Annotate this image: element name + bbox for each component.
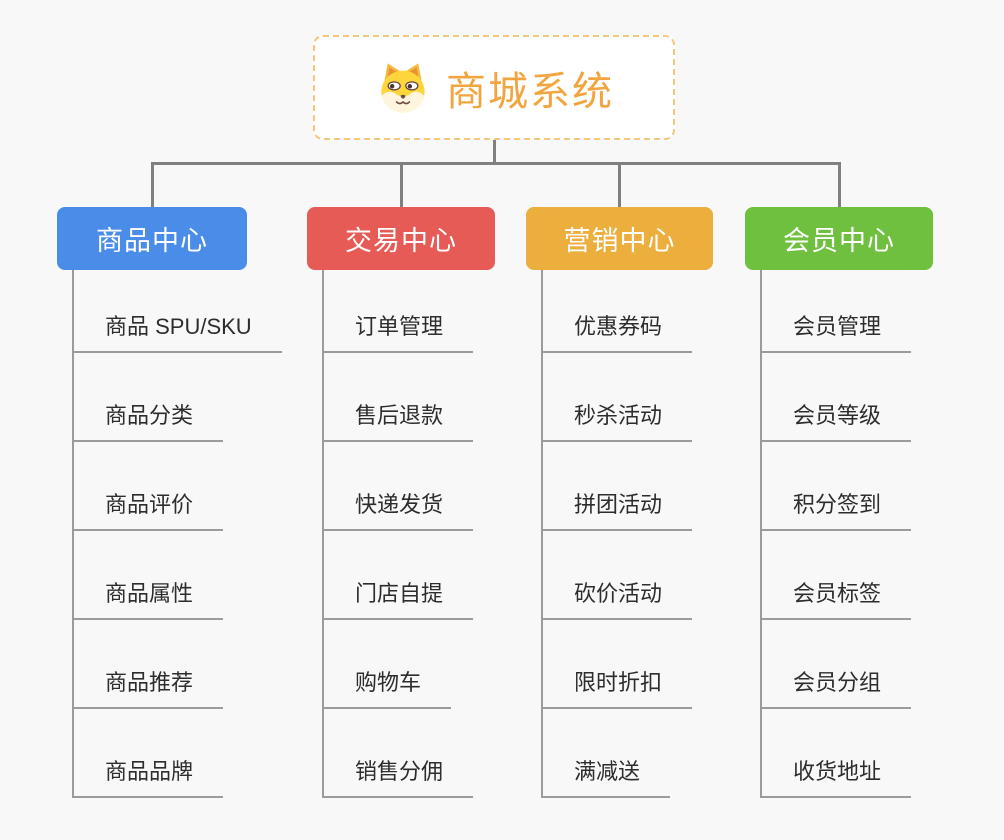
connector-drop-marketing-center xyxy=(618,162,621,208)
leaf-node[interactable]: 砍价活动 xyxy=(541,579,693,620)
branch-header-product-center[interactable]: 商品中心 xyxy=(57,207,247,270)
branch-label: 会员中心 xyxy=(783,226,895,256)
shiba-dog-icon xyxy=(374,61,432,114)
root-node[interactable]: 商城系统 xyxy=(313,35,675,140)
branch-header-member-center[interactable]: 会员中心 xyxy=(745,207,933,270)
leaf-node[interactable]: 快递发货 xyxy=(322,490,474,531)
connector-rail xyxy=(150,162,841,165)
leaf-node[interactable]: 售后退款 xyxy=(322,401,474,442)
leaf-node[interactable]: 购物车 xyxy=(322,668,452,709)
leaf-node[interactable]: 商品评价 xyxy=(72,490,224,531)
leaf-node[interactable]: 满减送 xyxy=(541,757,671,798)
leaf-node[interactable]: 收货地址 xyxy=(760,757,912,798)
root-title: 商城系统 xyxy=(446,69,614,114)
leaf-node[interactable]: 商品品牌 xyxy=(72,757,224,798)
leaf-node[interactable]: 订单管理 xyxy=(322,312,474,353)
leaf-node[interactable]: 商品推荐 xyxy=(72,668,224,709)
leaf-node[interactable]: 限时折扣 xyxy=(541,668,693,709)
branch-vline-trade-center xyxy=(322,270,324,798)
leaf-node[interactable]: 会员管理 xyxy=(760,312,912,353)
connector-root-stub xyxy=(492,140,496,165)
leaf-node[interactable]: 商品分类 xyxy=(72,401,224,442)
branch-label: 商品中心 xyxy=(96,226,208,256)
branch-header-trade-center[interactable]: 交易中心 xyxy=(307,207,495,270)
connector-drop-trade-center xyxy=(399,162,403,208)
leaf-node[interactable]: 销售分佣 xyxy=(322,757,474,798)
branch-vline-marketing-center xyxy=(541,270,543,798)
leaf-node[interactable]: 会员等级 xyxy=(760,401,912,442)
leaf-node[interactable]: 秒杀活动 xyxy=(541,401,693,442)
leaf-node[interactable]: 会员标签 xyxy=(760,579,912,620)
branch-header-marketing-center[interactable]: 营销中心 xyxy=(526,207,713,270)
connector-drop-product-center xyxy=(150,162,154,208)
leaf-node[interactable]: 会员分组 xyxy=(760,668,912,709)
connector-drop-member-center xyxy=(837,162,841,208)
branch-vline-product-center xyxy=(72,270,74,798)
leaf-node[interactable]: 拼团活动 xyxy=(541,490,693,531)
branch-label: 交易中心 xyxy=(345,226,457,256)
branch-label: 营销中心 xyxy=(563,226,676,256)
leaf-node[interactable]: 商品 SPU/SKU xyxy=(72,312,282,353)
leaf-node[interactable]: 商品属性 xyxy=(72,579,224,620)
leaf-node[interactable]: 门店自提 xyxy=(322,579,474,620)
leaf-node[interactable]: 积分签到 xyxy=(760,490,912,531)
leaf-node[interactable]: 优惠券码 xyxy=(541,312,693,353)
branch-vline-member-center xyxy=(760,270,762,798)
